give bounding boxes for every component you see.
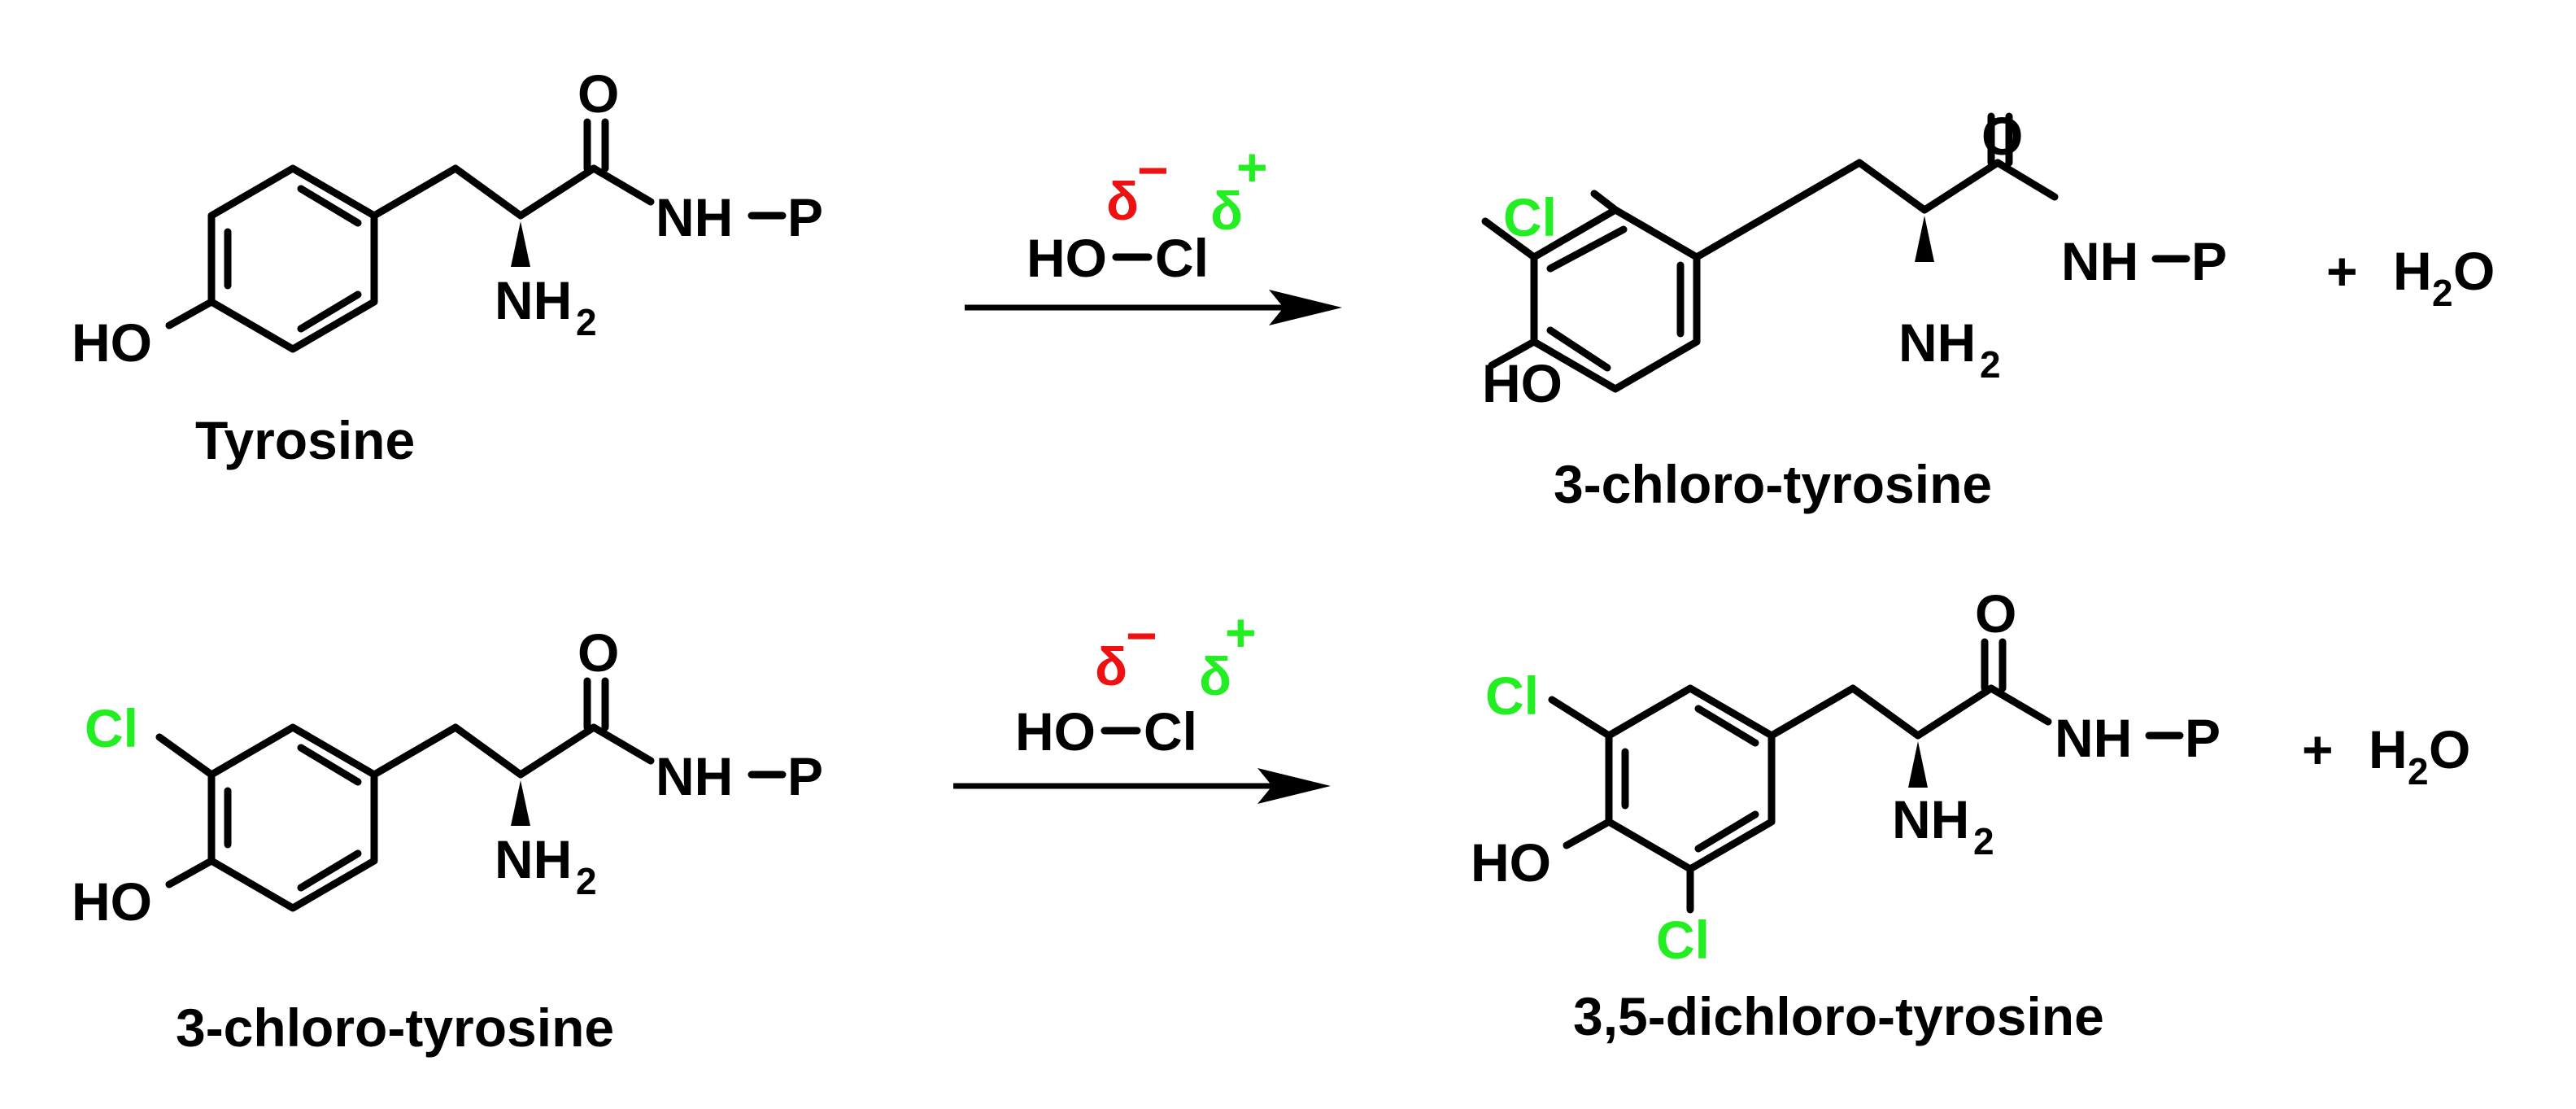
bond-skeleton bbox=[165, 118, 787, 353]
product-name: 3-chloro-tyrosine bbox=[1554, 454, 1992, 514]
amine-subscript: 2 bbox=[1980, 343, 2001, 386]
reagent-ho-label: HO bbox=[1015, 701, 1096, 762]
plus-sign: + bbox=[2326, 241, 2358, 301]
reagent-cl-label: Cl bbox=[1144, 701, 1197, 762]
stereo-wedge bbox=[511, 221, 530, 267]
bond-skeleton bbox=[1481, 112, 2190, 393]
amide-nh-label: NH bbox=[2061, 231, 2138, 291]
amide-nh-label: NH bbox=[656, 187, 733, 247]
delta-plus-symbol: δ bbox=[1199, 646, 1231, 706]
byproduct-water-2: + H 2 O bbox=[2302, 719, 2470, 792]
water-subscript: 2 bbox=[2432, 272, 2453, 314]
amine-subscript: 2 bbox=[576, 301, 597, 343]
protein-p-label: P bbox=[787, 187, 823, 247]
delta-minus-symbol: δ bbox=[1095, 636, 1127, 696]
delta-minus-sign: − bbox=[1126, 605, 1157, 666]
reagent-cl-label: Cl bbox=[1155, 228, 1209, 288]
byproduct-water-1: + H 2 O bbox=[2326, 241, 2495, 314]
hydroxyl-label: HO bbox=[72, 312, 152, 373]
stereo-wedge bbox=[1915, 216, 1934, 262]
protein-p-label: P bbox=[2185, 708, 2221, 768]
bond-skeleton bbox=[155, 677, 787, 912]
delta-minus-symbol: δ bbox=[1106, 171, 1139, 231]
amine-subscript: 2 bbox=[1973, 820, 1994, 862]
chlorine-lower-label: Cl bbox=[1656, 910, 1710, 970]
delta-plus-sign: + bbox=[1236, 137, 1268, 197]
reaction-arrow-2 bbox=[953, 768, 1331, 804]
reagent-hocl-1: δ − δ + HO Cl bbox=[1026, 137, 1268, 288]
hydroxyl-label: HO bbox=[1482, 353, 1563, 413]
delta-plus-symbol: δ bbox=[1210, 181, 1243, 241]
plus-sign: + bbox=[2302, 719, 2334, 779]
amine-subscript: 2 bbox=[576, 860, 597, 902]
carbonyl-oxygen-label: O bbox=[1975, 583, 2016, 644]
chlorine-label: Cl bbox=[85, 698, 138, 758]
amine-nh-label: NH bbox=[1892, 789, 1969, 849]
water-h-label: H bbox=[2393, 241, 2432, 301]
water-o-label: O bbox=[2429, 719, 2470, 779]
chlorine-label: Cl bbox=[1503, 187, 1557, 247]
hydroxyl-label: HO bbox=[1471, 832, 1551, 893]
chlorine-upper-label: Cl bbox=[1485, 666, 1539, 726]
reagent-hocl-2: δ − δ + HO Cl bbox=[1015, 602, 1257, 762]
bond-skeleton bbox=[1548, 638, 2184, 914]
delta-plus-sign: + bbox=[1225, 602, 1257, 662]
amine-nh-label: NH bbox=[495, 270, 572, 330]
product-3-chloro-tyrosine: O NH P NH 2 HO Cl 3-chloro-tyrosine bbox=[1481, 106, 2227, 514]
amine-nh-label: NH bbox=[1898, 312, 1976, 373]
stereo-wedge bbox=[511, 780, 530, 826]
water-h-label: H bbox=[2369, 719, 2408, 779]
carbonyl-oxygen-label: O bbox=[1981, 106, 2023, 166]
amine-nh-label: NH bbox=[495, 829, 572, 889]
product-name: 3,5-dichloro-tyrosine bbox=[1573, 986, 2104, 1046]
water-subscript: 2 bbox=[2408, 750, 2429, 792]
protein-p-label: P bbox=[2191, 231, 2227, 291]
reactant-name: Tyrosine bbox=[195, 410, 415, 470]
stereo-wedge bbox=[1908, 741, 1928, 788]
reactant-tyrosine: O NH P NH 2 HO Tyrosine bbox=[72, 63, 823, 470]
reactant-name: 3-chloro-tyrosine bbox=[176, 998, 614, 1058]
amide-nh-label: NH bbox=[2055, 708, 2132, 768]
protein-p-label: P bbox=[787, 746, 823, 806]
reagent-ho-label: HO bbox=[1026, 228, 1107, 288]
amide-nh-label: NH bbox=[656, 746, 733, 806]
water-o-label: O bbox=[2453, 241, 2495, 301]
delta-minus-sign: − bbox=[1137, 140, 1169, 200]
carbonyl-oxygen-label: O bbox=[578, 622, 619, 683]
reaction-arrow-1 bbox=[965, 290, 1342, 325]
hydroxyl-label: HO bbox=[72, 871, 152, 932]
reactant-3-chloro-tyrosine: O NH P NH 2 HO Cl 3-chloro-tyrosine bbox=[72, 622, 823, 1058]
product-3-5-dichloro-tyrosine: O NH P NH 2 HO Cl Cl 3,5-dichloro-tyrosi… bbox=[1471, 583, 2221, 1046]
carbonyl-oxygen-label: O bbox=[578, 63, 619, 124]
